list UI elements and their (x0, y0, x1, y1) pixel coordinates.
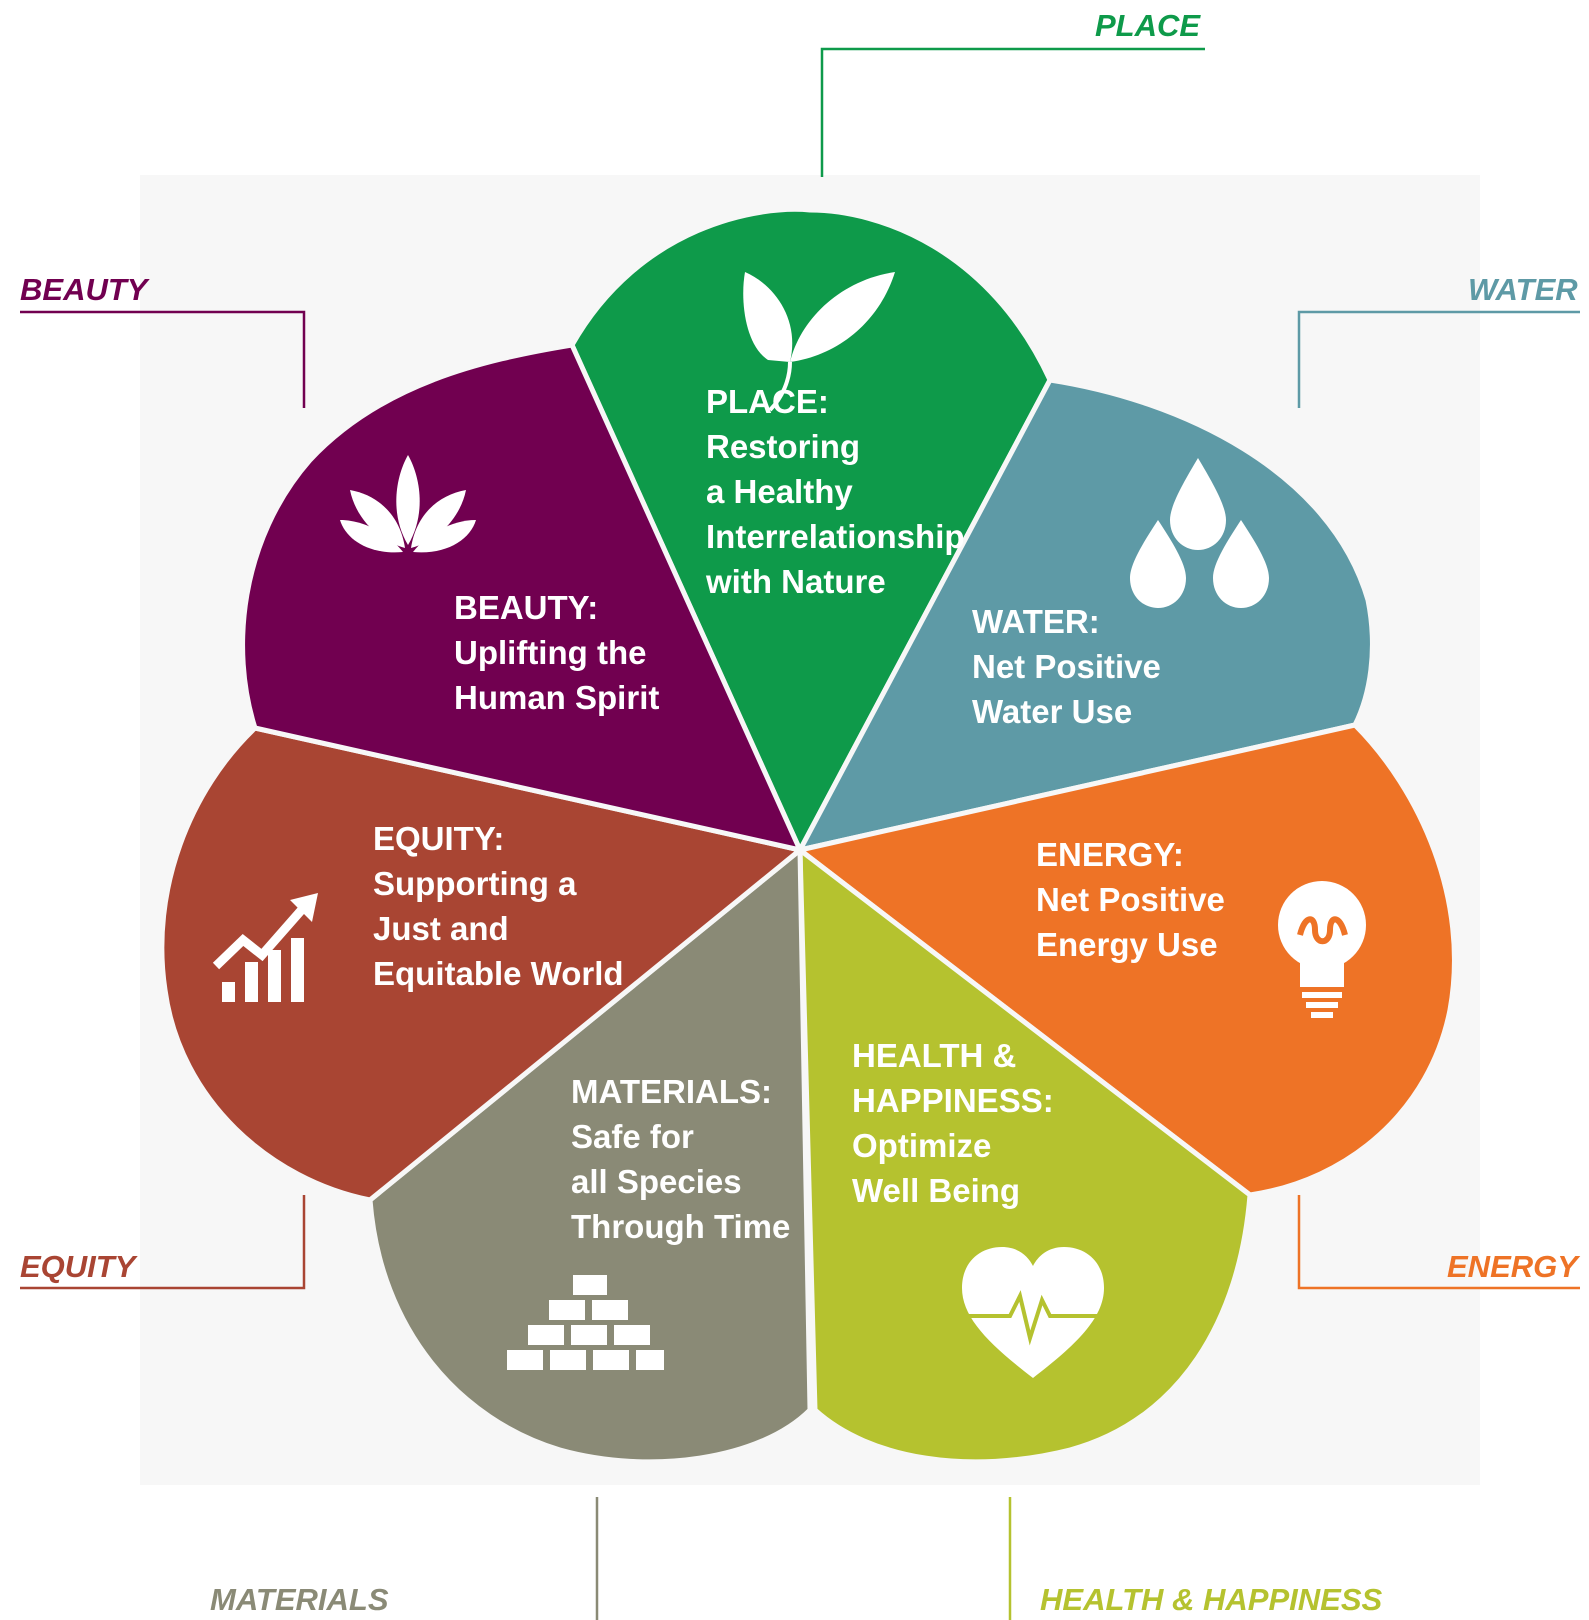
petal-heading-beauty: BEAUTY: (454, 589, 598, 626)
petal-place[interactable] (569, 206, 1053, 853)
petal-text-water: WATER: Net Positive Water Use (972, 603, 1161, 730)
petal-heading-materials: MATERIALS: (571, 1073, 772, 1110)
petal-line: Uplifting the (454, 634, 646, 671)
petal-heading-equity: EQUITY: (373, 820, 504, 857)
outer-label-equity: EQUITY (20, 1249, 136, 1284)
petal-heading-place: PLACE: (706, 383, 829, 420)
petal-line: with Nature (705, 563, 886, 600)
petal-line: Just and (373, 910, 509, 947)
petal-text-beauty: BEAUTY: Uplifting the Human Spirit (454, 589, 659, 716)
heart-pulse-icon (962, 1247, 1104, 1378)
lightbulb-icon (1278, 881, 1366, 1018)
petal-beauty[interactable] (240, 342, 803, 853)
petal-line: Restoring (706, 428, 860, 465)
outer-label-health: HEALTH & HAPPINESS (1040, 1582, 1383, 1617)
petal-line: Net Positive (972, 648, 1161, 685)
petal-line: Supporting a (373, 865, 577, 902)
petal-text-equity: EQUITY: Supporting a Just and Equitable … (373, 820, 624, 992)
petal-health[interactable] (797, 847, 1253, 1465)
bricks-icon (507, 1275, 664, 1370)
leader-line-equity (20, 1195, 306, 1290)
petal-text-energy: ENERGY: Net Positive Energy Use (1036, 836, 1225, 963)
leader-line-water (1297, 310, 1580, 408)
petal-line: a Healthy (706, 473, 853, 510)
petal-line: Through Time (571, 1208, 790, 1245)
petal-text-materials: MATERIALS: Safe for all Species Through … (571, 1073, 790, 1245)
outer-label-water: WATER (1468, 272, 1578, 307)
petal-line: Water Use (972, 693, 1132, 730)
petal-heading-health: HEALTH & (852, 1037, 1016, 1074)
petal-line: Energy Use (1036, 926, 1218, 963)
petal-energy[interactable] (797, 722, 1457, 1198)
petal-heading-health-2: HAPPINESS: (852, 1082, 1054, 1119)
petal-line: Safe for (571, 1118, 694, 1155)
petal-line: Interrelationship (706, 518, 965, 555)
petal-text-place: PLACE: Restoring a Healthy Interrelation… (705, 383, 965, 600)
leader-line-place (820, 47, 1205, 177)
petal-line: Net Positive (1036, 881, 1225, 918)
leader-line-beauty (20, 310, 306, 408)
lotus-icon (340, 455, 476, 553)
petal-line: Human Spirit (454, 679, 659, 716)
water-drops-icon (1130, 458, 1269, 608)
petal-materials[interactable] (367, 847, 813, 1465)
petal-line: all Species (571, 1163, 742, 1200)
outer-label-beauty: BEAUTY (20, 272, 148, 307)
petal-line: Equitable World (373, 955, 624, 992)
petal-text-health: HEALTH & HAPPINESS: Optimize Well Being (852, 1037, 1054, 1209)
leaf-icon (743, 272, 895, 412)
petal-line: Well Being (852, 1172, 1020, 1209)
growth-chart-icon (212, 893, 318, 1002)
outer-label-place: PLACE (1095, 8, 1201, 43)
outer-label-materials: MATERIALS (210, 1582, 389, 1617)
leader-line-energy (1297, 1195, 1580, 1290)
petal-heading-energy: ENERGY: (1036, 836, 1184, 873)
outer-label-energy: ENERGY (1447, 1249, 1578, 1284)
petal-equity[interactable] (159, 725, 803, 1203)
petal-heading-water: WATER: (972, 603, 1100, 640)
petal-water[interactable] (797, 377, 1375, 853)
petal-line: Optimize (852, 1127, 991, 1164)
